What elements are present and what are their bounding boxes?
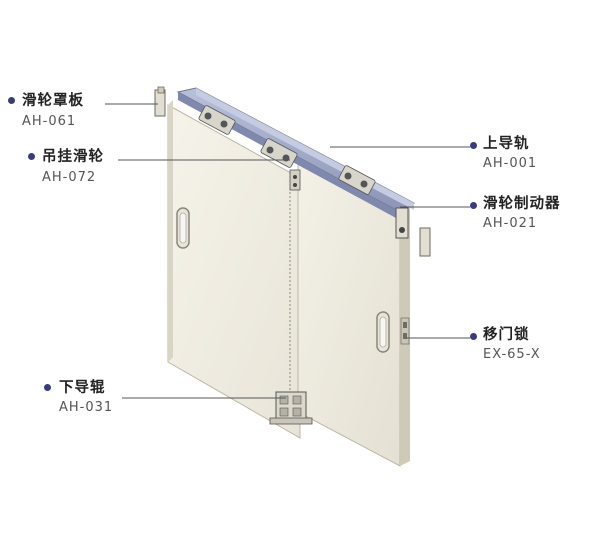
part-name: 吊挂滑轮	[42, 149, 104, 165]
part-code: AH-061	[22, 114, 77, 129]
part-code: AH-031	[59, 400, 114, 415]
bullet-icon	[8, 97, 15, 104]
left-door-panel	[167, 100, 301, 439]
part-code: AH-072	[42, 170, 97, 185]
pulley-cover-part	[154, 86, 166, 117]
bullet-icon	[28, 153, 35, 160]
part-code: EX-65-X	[483, 347, 541, 362]
part-code: AH-021	[483, 216, 538, 231]
leader-lines	[105, 103, 470, 399]
bullet-icon	[470, 142, 477, 149]
part-name: 滑轮罩板	[22, 93, 84, 109]
bullet-icon	[44, 384, 51, 391]
part-code: AH-001	[483, 156, 538, 171]
bullet-icon	[470, 333, 477, 340]
part-name: 移门锁	[483, 327, 530, 343]
part-name: 上导轨	[483, 136, 530, 152]
door-lock-body	[400, 317, 410, 345]
part-name: 滑轮制动器	[483, 196, 561, 212]
right-door-panel	[297, 147, 410, 467]
part-name: 下导辊	[59, 380, 106, 396]
bullet-icon	[470, 202, 477, 209]
pulley-brake-part	[395, 207, 431, 257]
bottom-roller-part	[269, 391, 313, 425]
